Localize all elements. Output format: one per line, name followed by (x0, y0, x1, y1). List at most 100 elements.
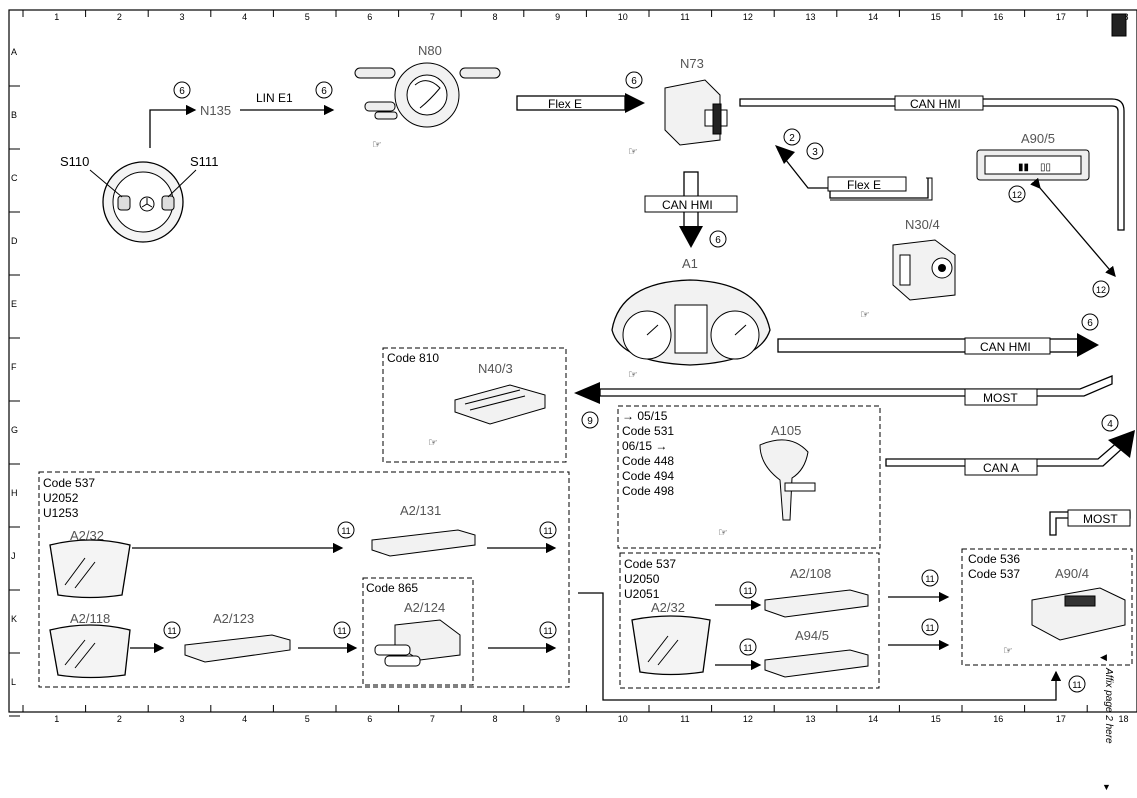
column-index: 6 (367, 714, 372, 724)
a2-32-right-label: A2/32 (651, 600, 685, 615)
s111-label: S111 (190, 154, 218, 169)
a2-118-label: A2/118 (70, 611, 110, 626)
leader-line (89, 169, 123, 198)
circle-number: 4 (1107, 419, 1113, 430)
circle-number: 3 (812, 147, 818, 158)
circle-marker (806, 142, 824, 160)
a2-108-label: A2/108 (790, 566, 831, 581)
column-index: 11 (680, 12, 689, 22)
can-hmi-label-mid: CAN HMI (662, 198, 713, 212)
column-index: 13 (806, 12, 816, 22)
windshield-icon (49, 539, 131, 599)
code-line: Code 448 (622, 454, 674, 468)
circle-marker (1101, 414, 1119, 432)
row-index: G (11, 425, 18, 435)
a2-108-amplifier-icon (764, 589, 869, 618)
row-index: A (11, 47, 17, 57)
column-index: 7 (430, 714, 435, 724)
hand-icon: ☞ (628, 146, 638, 158)
row-index: F (11, 362, 17, 372)
column-index: 2 (117, 12, 122, 22)
column-index: 5 (305, 12, 310, 22)
circle-number: 11 (743, 586, 752, 596)
column-index: 16 (993, 714, 1003, 724)
code-865-label: Code 865 (366, 581, 418, 595)
column-index: 2 (117, 714, 122, 724)
code-line: U2050 (624, 572, 660, 586)
circle-marker (539, 521, 557, 539)
column-index: 14 (868, 714, 878, 724)
a90-5-link (1030, 177, 1116, 277)
arrowhead (679, 226, 703, 248)
column-index: 4 (242, 714, 247, 724)
row-index: K (11, 614, 17, 624)
lin-e1-label: LIN E1 (256, 91, 293, 105)
corner-mark-icon (1111, 13, 1127, 37)
column-index: 11 (680, 714, 689, 724)
can-a-label: CAN A (983, 461, 1019, 475)
circle-marker (1081, 313, 1099, 331)
left-code-box (38, 471, 570, 688)
circle-number: 11 (925, 623, 934, 633)
n73-label: N73 (680, 56, 704, 71)
code-line: Code 537 (968, 567, 1020, 581)
circle-number: 11 (341, 526, 350, 536)
n73-ignition-lock-icon (664, 79, 728, 146)
a105-gear-selector-icon (759, 439, 816, 521)
a2-108-code-box (619, 552, 880, 689)
hand-icon: ☞ (428, 437, 438, 449)
circle-number: 12 (1012, 190, 1022, 200)
a2-123-amplifier-icon (184, 634, 291, 663)
antenna-feed-line (578, 592, 1062, 701)
circle-number: 11 (743, 643, 752, 653)
circle-marker (581, 411, 599, 429)
code-line: Code 536 (968, 552, 1020, 566)
circle-number: 6 (631, 76, 637, 87)
hand-icon: ☞ (1003, 645, 1013, 657)
column-index: 4 (242, 12, 247, 22)
a2-124-amplifier-icon (374, 619, 461, 667)
a2-123-label: A2/123 (213, 611, 254, 626)
n135-label: N135 (200, 103, 231, 118)
column-index: 17 (1056, 714, 1066, 724)
circle-number: 11 (167, 626, 176, 636)
windshield-icon-right (631, 615, 711, 676)
a2-131-amplifier-icon (371, 529, 476, 557)
n80-label: N80 (418, 43, 442, 58)
code-line: Code 494 (622, 469, 674, 483)
column-index: 8 (493, 714, 498, 724)
triangle-marker-icon: ▼ (1102, 782, 1111, 792)
a90-5-label: A90/5 (1021, 131, 1055, 146)
n40-code-810: Code 810 (387, 351, 439, 365)
circle-number: 6 (715, 235, 721, 246)
a90-4-code-box (961, 548, 1133, 666)
column-index: 5 (305, 714, 310, 724)
circle-marker (625, 71, 643, 89)
can-hmi-label-top: CAN HMI (910, 97, 961, 111)
circle-number: 6 (1087, 318, 1093, 329)
a2-32-left-label: A2/32 (70, 528, 104, 543)
n80-steering-column-module-icon (354, 62, 501, 128)
column-index: 1 (54, 714, 59, 724)
hand-icon: ☞ (860, 309, 870, 321)
arrowhead (1077, 333, 1099, 357)
row-index: C (11, 173, 18, 183)
hand-icon: ☞ (628, 369, 638, 381)
most-label-2: MOST (1083, 512, 1118, 526)
a1-label: A1 (682, 256, 698, 271)
a2-124-label: A2/124 (404, 600, 445, 615)
n40-3-label: N40/3 (478, 361, 513, 376)
circle-marker (163, 621, 181, 639)
circle-number: 6 (179, 86, 185, 97)
circle-number: 2 (789, 133, 795, 144)
hand-icon: ☞ (372, 139, 382, 151)
can-hmi-bus-top (739, 98, 1125, 231)
circle-marker (1092, 280, 1110, 298)
frame: 1122334455667788991010111112121313141415… (8, 9, 1137, 724)
circle-marker (337, 521, 355, 539)
circle-marker (173, 81, 191, 99)
arrowhead (775, 145, 795, 164)
row-index: L (11, 677, 16, 687)
a105-label: A105 (771, 423, 801, 438)
